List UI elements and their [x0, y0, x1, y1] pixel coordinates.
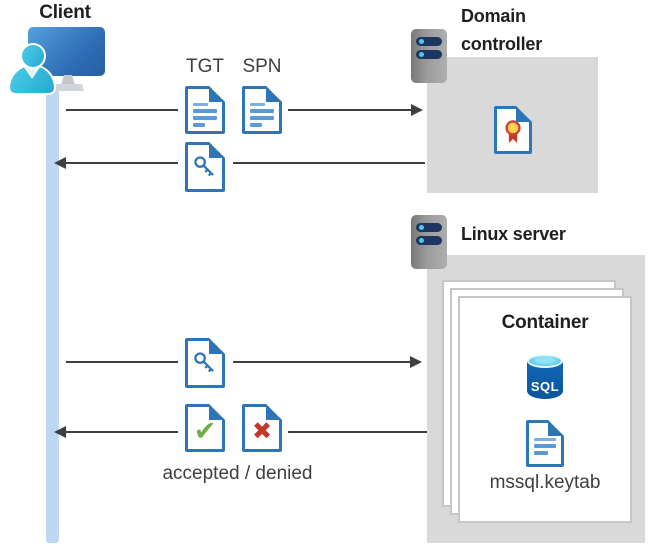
sql-badge-text: SQL [530, 379, 560, 394]
linux-server-icon [411, 215, 447, 269]
kerberos-ticket-key-icon [185, 142, 225, 192]
arrow2-line-right [233, 162, 425, 164]
x-icon: ✖ [251, 417, 273, 445]
keytab-filename-label: mssql.keytab [489, 472, 601, 493]
document-lines [250, 103, 274, 130]
arrow2-line-left [66, 162, 178, 164]
key-icon [194, 352, 214, 373]
spn-label: SPN [242, 56, 282, 77]
document-lines [534, 438, 556, 458]
monitor-stand-icon [61, 75, 75, 85]
accepted-denied-label: accepted / denied [162, 463, 313, 484]
certificate-document-icon [494, 106, 532, 154]
arrow2-head-left [54, 157, 66, 169]
check-icon: ✔ [193, 415, 217, 446]
domain-controller-server-icon [411, 29, 447, 83]
linux-server-label: Linux server [461, 224, 566, 244]
arrow4-line-left [66, 431, 178, 433]
tgt-label: TGT [186, 56, 224, 77]
key-icon [194, 156, 214, 177]
arrow1-line-right [288, 109, 411, 111]
container-label: Container [501, 312, 589, 333]
container-card: Container SQL mssql.keytab [458, 296, 632, 523]
arrow1-head-right [411, 104, 423, 116]
arrow3-line-right [233, 361, 410, 363]
arrow1-line-left [66, 109, 178, 111]
ticket-key-document-icon [185, 338, 225, 388]
accepted-document-icon: ✔ [185, 404, 225, 452]
arrow4-head-left [54, 426, 66, 438]
monitor-base-icon [52, 84, 84, 91]
sql-database-icon: SQL [527, 354, 563, 399]
spn-document-icon [242, 86, 282, 134]
certificate-seal-icon [505, 120, 521, 143]
tgt-document-icon [185, 86, 225, 134]
client-label: Client [39, 2, 91, 23]
sql-cylinder-top [527, 354, 563, 368]
user-collar-shape [23, 66, 41, 79]
keytab-document-icon [526, 420, 564, 467]
arrow3-line-left [66, 361, 178, 363]
arrow4-line-right [288, 431, 427, 433]
domain-controller-label: Domain controller [461, 6, 543, 54]
arrow3-head-right [410, 356, 422, 368]
user-icon [20, 43, 46, 69]
document-lines [193, 103, 217, 130]
denied-document-icon: ✖ [242, 404, 282, 452]
